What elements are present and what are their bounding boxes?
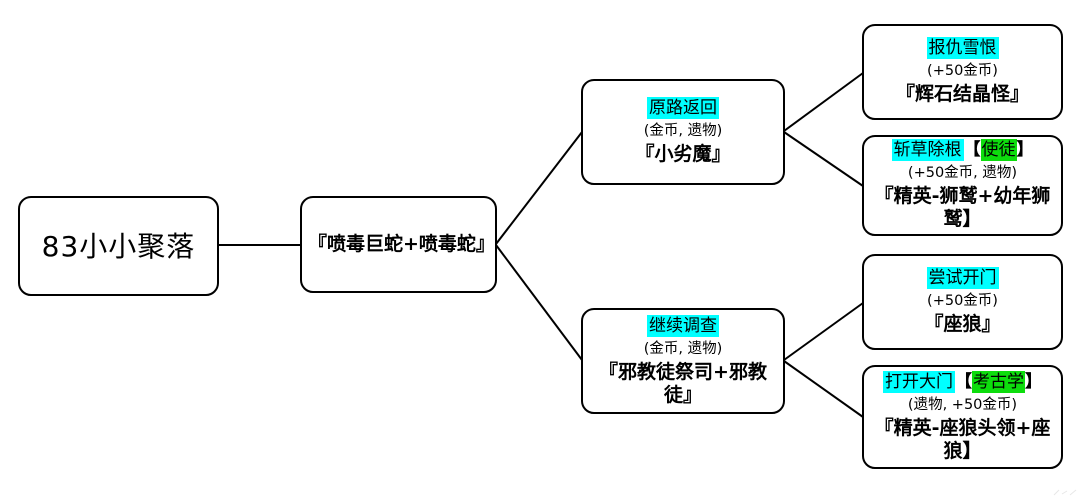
skill-highlight: 考古学 xyxy=(972,370,1025,393)
choice-highlight: 斩草除根 xyxy=(891,139,964,162)
reward-label: (+50金币) xyxy=(927,63,998,80)
monster-label: 『精英-狮鹫+幼年狮鹫】 xyxy=(874,185,1051,231)
choice-highlight: 报仇雪恨 xyxy=(926,36,999,59)
choice-label: 继续调查 xyxy=(647,314,719,337)
connector-battle1-return xyxy=(495,131,583,245)
connector-battle1-investigate xyxy=(495,244,583,361)
node-option-investigate: 继续调查 (金币, 遗物) 『邪教徒祭司+邪教徒』 xyxy=(581,308,785,414)
node-start: 83小小聚落 xyxy=(18,196,219,296)
reward-label: (+50金币) xyxy=(927,293,998,310)
reward-label: (金币, 遗物) xyxy=(643,340,723,357)
skill-bracket-close: 】 xyxy=(1025,371,1042,392)
monster-label: 『小劣魔』 xyxy=(635,143,731,166)
skill-bracket-close: 】 xyxy=(1016,140,1034,161)
reward-label: (遗物, +50金币) xyxy=(907,396,1018,413)
node-first-battle: 『喷毒巨蛇+喷毒蛇』 xyxy=(300,196,497,293)
node-outcome-eradicate: 斩草除根【使徒】 (+50金币, 遗物) 『精英-狮鹫+幼年狮鹫】 xyxy=(862,135,1063,236)
skill-bracket-open: 【 xyxy=(955,371,972,392)
monster-label: 『座狼』 xyxy=(924,313,1001,336)
monster-label: 『喷毒巨蛇+喷毒蛇』 xyxy=(308,232,495,255)
watermark-fragment xyxy=(1053,489,1077,496)
choice-highlight: 打开大门 xyxy=(883,370,955,393)
reward-label: (金币, 遗物) xyxy=(643,123,723,140)
skill-highlight: 使徒 xyxy=(980,139,1017,162)
choice-label: 原路返回 xyxy=(647,96,719,119)
monster-label: 『邪教徒祭司+邪教徒』 xyxy=(599,360,767,406)
node-outcome-open-gate: 打开大门【考古学】 (遗物, +50金币) 『精英-座狼头领+座狼】 xyxy=(862,365,1063,469)
monster-label: 『辉石结晶怪』 xyxy=(895,83,1029,106)
choice-label: 尝试开门 xyxy=(926,266,999,289)
connector-return-eradicate xyxy=(783,131,864,187)
node-outcome-revenge: 报仇雪恨 (+50金币) 『辉石结晶怪』 xyxy=(862,24,1063,120)
node-outcome-try-door: 尝试开门 (+50金币) 『座狼』 xyxy=(862,254,1063,350)
connector-investigate-trydoor xyxy=(783,302,864,361)
choice-label: 斩草除根【使徒】 xyxy=(891,139,1034,162)
skill-bracket-open: 【 xyxy=(963,140,981,161)
event-title: 83小小聚落 xyxy=(41,229,196,263)
choice-label: 报仇雪恨 xyxy=(926,36,999,59)
choice-highlight: 尝试开门 xyxy=(926,266,999,289)
node-option-return: 原路返回 (金币, 遗物) 『小劣魔』 xyxy=(581,79,785,185)
connector-investigate-opengate xyxy=(783,360,864,418)
connector-return-revenge xyxy=(783,72,864,132)
monster-label: 『精英-座狼头领+座狼】 xyxy=(874,416,1051,462)
reward-label: (+50金币, 遗物) xyxy=(907,165,1018,182)
choice-highlight: 原路返回 xyxy=(647,96,719,119)
choice-highlight: 继续调查 xyxy=(647,314,719,337)
choice-label: 打开大门【考古学】 xyxy=(883,370,1042,393)
